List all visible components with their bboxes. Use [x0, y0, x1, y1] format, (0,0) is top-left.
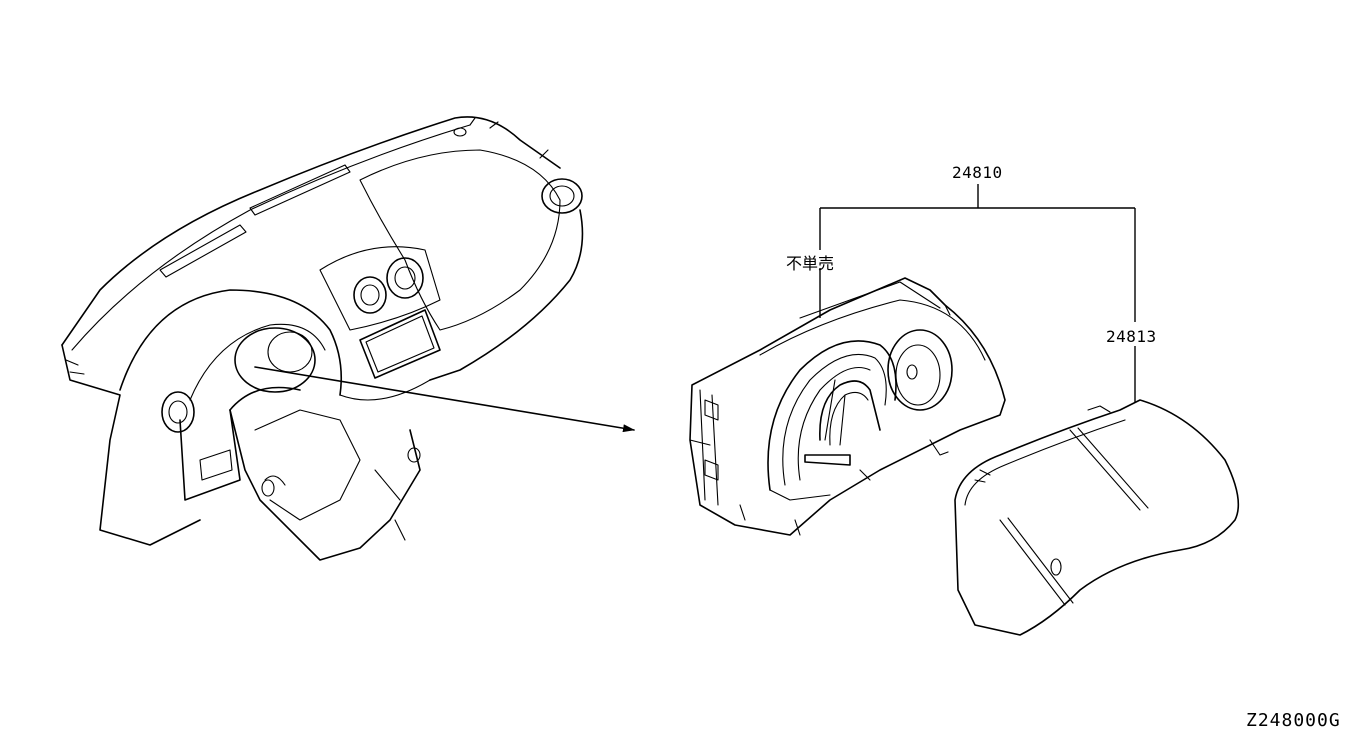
- dashboard-illustration: [61, 116, 584, 561]
- meter-lens-illustration: [954, 399, 1240, 636]
- not-sold-separately-note: 不単売: [786, 254, 835, 273]
- part-number-assembly: 24810: [952, 163, 1003, 182]
- location-arrow: [254, 366, 635, 433]
- part-number-lens: 24813: [1106, 327, 1157, 346]
- meter-assembly-illustration: [689, 277, 1006, 536]
- leader-lines: [819, 184, 1136, 402]
- figure-code: Z248000G: [1246, 710, 1341, 731]
